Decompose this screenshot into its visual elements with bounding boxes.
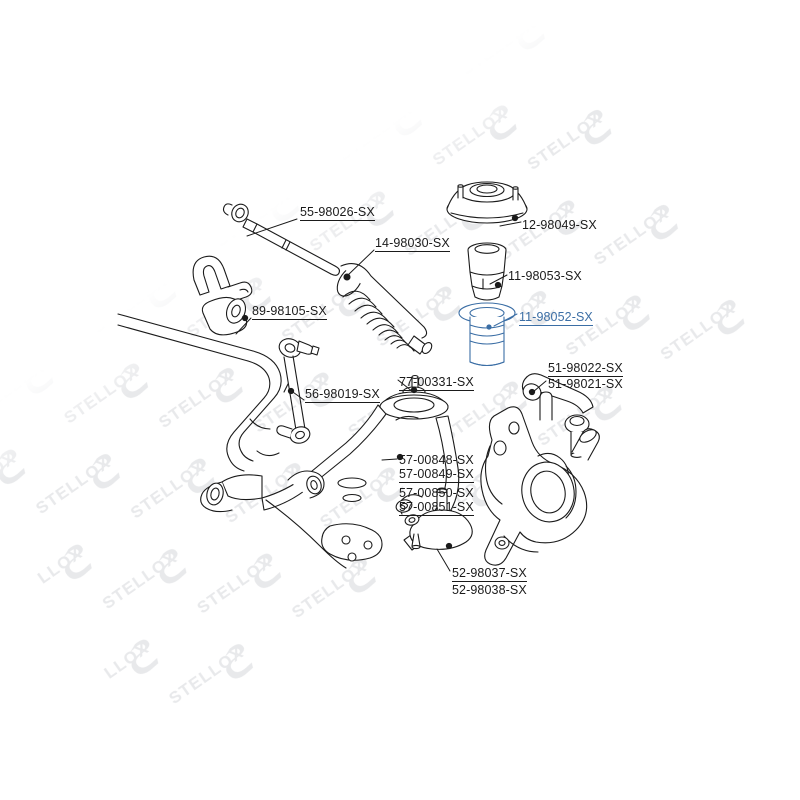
part-label-text: 57-00850-SX [399, 486, 474, 500]
part-label-51-98021: 51-98021-SX [548, 377, 623, 391]
part-stabilizer-link [276, 338, 320, 444]
label-underline [375, 251, 450, 252]
part-label-text: 51-98021-SX [548, 377, 623, 391]
part-stabilizer-bar [117, 313, 282, 472]
part-label-52-98038: 52-98038-SX [452, 583, 527, 597]
part-label-12-98049: 12-98049-SX [522, 218, 597, 232]
part-label-text: 57-00849-SX [399, 467, 474, 481]
part-label-text: 14-98030-SX [375, 236, 450, 250]
label-underline [452, 581, 527, 582]
part-label-55-98026: 55-98026-SX [300, 205, 375, 221]
label-underline [399, 515, 474, 516]
part-label-text: 11-98053-SX [508, 269, 582, 283]
part-label-77-00331: 77-00331-SX [399, 375, 474, 391]
part-label-11-98052-highlighted: 11-98052-SX [519, 310, 593, 326]
part-label-text: 77-00331-SX [399, 375, 474, 389]
part-bump-stop [467, 242, 507, 301]
part-label-text: 52-98038-SX [452, 583, 527, 597]
part-label-52-98037: 52-98037-SX [452, 566, 527, 582]
part-label-text: 52-98037-SX [452, 566, 527, 580]
label-underline [399, 390, 474, 391]
label-underline [300, 220, 375, 221]
part-label-text: 11-98052-SX [519, 310, 593, 324]
part-label-text: 51-98022-SX [548, 361, 623, 375]
label-underline [252, 319, 327, 320]
label-underline [399, 482, 474, 483]
part-label-text: 56-98019-SX [305, 387, 380, 401]
label-underline [548, 376, 623, 377]
part-steering-rack-boot [336, 263, 433, 355]
label-underline [519, 325, 593, 326]
part-label-text: 55-98026-SX [300, 205, 375, 219]
part-stabilizer-bracket [192, 255, 253, 302]
part-label-89-98105: 89-98105-SX [252, 304, 327, 320]
part-label-text: 57-00848-SX [399, 453, 474, 467]
part-label-14-98030: 14-98030-SX [375, 236, 450, 252]
part-label-11-98053: 11-98053-SX [508, 269, 582, 283]
part-steering-knuckle [480, 391, 600, 566]
part-strut-mount [446, 181, 528, 224]
part-label-51-98022: 51-98022-SX [548, 361, 623, 377]
part-ball-joint [395, 487, 473, 550]
part-label-text: 57-00851-SX [399, 500, 474, 514]
label-underline [305, 402, 380, 403]
part-inner-tie-rod [222, 203, 341, 276]
part-label-text: 12-98049-SX [522, 218, 597, 232]
part-label-56-98019: 56-98019-SX [305, 387, 380, 403]
leader-lines [235, 218, 547, 572]
part-dust-cover-sleeve [458, 302, 516, 367]
part-stabilizer-bar-bushing [201, 296, 249, 336]
part-label-group-57-series: 57-00848-SX 57-00849-SX 57-00850-SX 57-0… [399, 453, 474, 516]
part-label-text: 89-98105-SX [252, 304, 327, 318]
